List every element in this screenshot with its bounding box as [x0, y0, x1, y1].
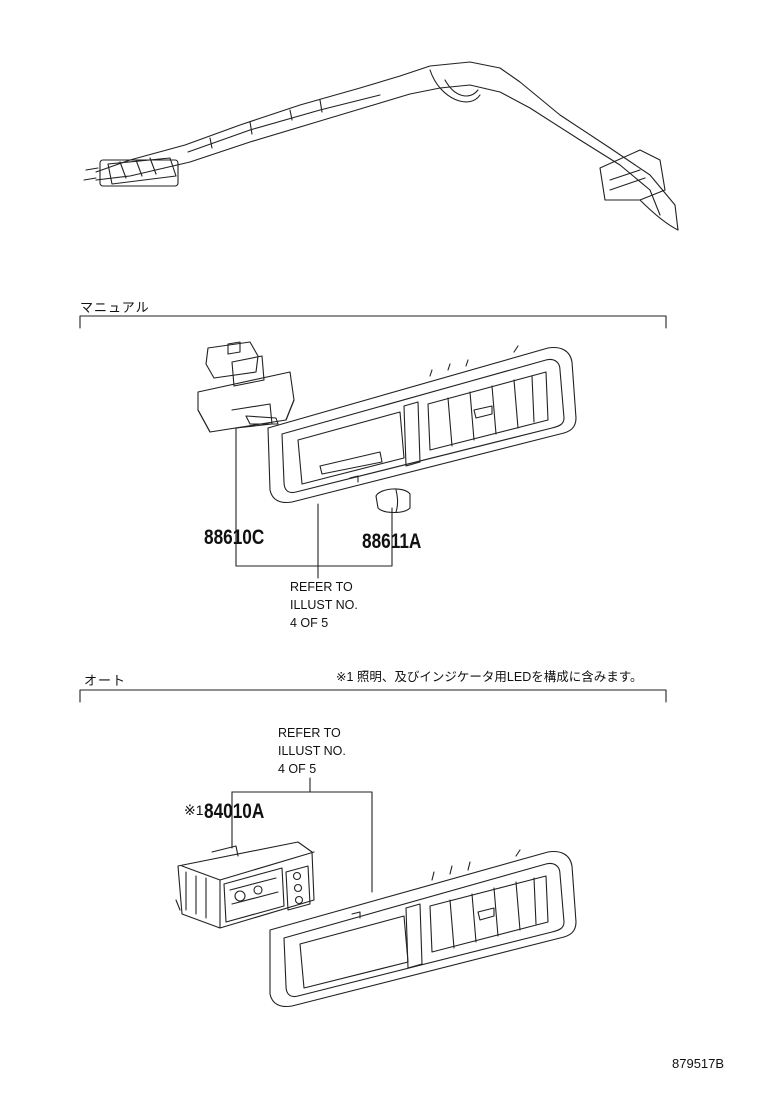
- register-auto-drawing: [269, 849, 577, 1008]
- note-marker-1: ※1: [184, 802, 204, 818]
- refer-to-illust-auto[interactable]: REFER TO ILLUST NO. 4 OF 5: [278, 726, 346, 776]
- part-number-88610c[interactable]: 88610C: [204, 526, 265, 549]
- refer-to-illust-manual[interactable]: REFER TO ILLUST NO. 4 OF 5: [290, 580, 358, 630]
- section-label-manual: マニュアル: [80, 300, 150, 315]
- climate-control-unit-drawing: [175, 841, 315, 929]
- register-manual-drawing: [267, 345, 577, 504]
- note-led-included: ※1 照明、及びインジケータ用LEDを構成に含みます。: [336, 670, 643, 684]
- switch-88610c-drawing: [197, 341, 295, 433]
- auto-leader-lines: [231, 777, 373, 893]
- manual-leader-lines: [235, 427, 393, 579]
- part-number-84010a[interactable]: ※184010A: [184, 800, 277, 824]
- section-label-auto: オート: [84, 673, 127, 688]
- drawing-number: 879517B: [672, 1056, 725, 1071]
- part-number-84010a-text: 84010A: [203, 800, 264, 823]
- part-number-88611a[interactable]: 88611A: [362, 530, 422, 553]
- air-duct-drawing: [83, 61, 679, 231]
- bulb-88611a-drawing: [375, 488, 411, 514]
